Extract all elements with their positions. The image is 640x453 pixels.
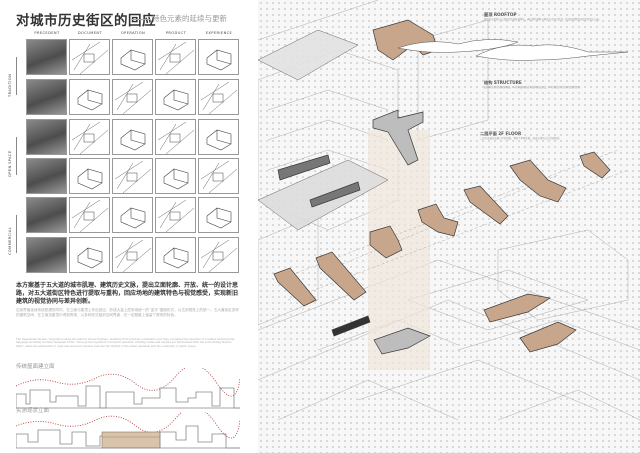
analysis-sketch: [69, 237, 110, 273]
precedent-photo: [26, 79, 67, 115]
row-bracket: [16, 137, 24, 175]
row-group-label: COMMERCIAL: [8, 226, 12, 255]
analysis-sketch: [69, 197, 110, 233]
row-group-label: OPEN SPACE: [8, 150, 12, 178]
note-heading: 二层平面 2F FLOOR: [480, 131, 522, 136]
precedent-photo: [26, 197, 67, 233]
column-header: OPERATION: [120, 31, 146, 35]
column-header: EXPERIENCE: [205, 31, 233, 35]
elevation-label-traditional: 传统屋面建立面: [16, 364, 55, 370]
elevation-traditional: [16, 368, 240, 409]
note-body: 屋顶形式延续五大道街区的坡屋顶特征，通过现代材料与构造方式进行转译，形成连续而富…: [484, 18, 602, 21]
analysis-sketch: [112, 158, 153, 194]
note-2f-floor: 二层平面 2F FLOOR 二层平面通过连廊与平台组织，将各个单体串联，形成立体…: [480, 131, 600, 140]
intro-paragraph: 本方案基于五大道的城市肌理、建筑历史文脉，提出立面轮廓、开放、统一的设计思路，对…: [16, 282, 239, 306]
row-bracket: [16, 57, 24, 95]
precedent-photo: [26, 158, 67, 194]
note-body: 二层平面通过连廊与平台组织，将各个单体串联，形成立体的公共活动路径。: [480, 137, 562, 140]
english-body-text: The fragmented facade composition along …: [16, 338, 235, 348]
analysis-sketch: [198, 79, 239, 115]
analysis-sketch: [155, 79, 196, 115]
axonometric-panel: 屋顶 ROOFTOP 屋顶形式延续五大道街区的坡屋顶特征，通过现代材料与构造方式…: [258, 0, 640, 453]
exploded-axonometric-drawing: [258, 0, 640, 421]
analysis-sketch: [69, 158, 110, 194]
analysis-sketch: [69, 39, 110, 75]
analysis-sketch: [198, 39, 239, 75]
row-bracket: [16, 215, 24, 253]
cloud-sketches: [397, 39, 629, 61]
elevation-label-current: 实测现状立面: [16, 408, 50, 414]
analysis-sketch: [198, 158, 239, 194]
row-group-label: TRADITION: [8, 73, 12, 97]
analysis-sketch: [112, 119, 153, 155]
analysis-sketch: [155, 119, 196, 155]
analysis-sketch: [155, 237, 196, 273]
analysis-sketch: [69, 79, 110, 115]
precedent-photo: [26, 119, 67, 155]
page-title: 对城市历史街区的回应: [16, 13, 156, 29]
precedent-photo: [26, 237, 67, 273]
precedent-photo: [26, 39, 67, 75]
note-structure: 结构 STRUCTURE 结构体系采用轻质钢框架，与原有建筑的砖木结构形成对比，…: [484, 80, 604, 89]
analysis-sketch: [155, 39, 196, 75]
analysis-sketch: [198, 237, 239, 273]
analysis-sketch: [112, 39, 153, 75]
analysis-sketch: [112, 237, 153, 273]
analysis-sketch: [112, 79, 153, 115]
analysis-sketch: [112, 197, 153, 233]
analysis-sketch: [155, 197, 196, 233]
column-header: PRECEDENT: [34, 31, 60, 35]
column-header: PRODUCT: [165, 31, 187, 35]
note-heading: 结构 STRUCTURE: [484, 80, 522, 85]
column-header: DOCUMENT: [77, 31, 103, 35]
chinese-body-text: 沿街界面延续传统肌理的同时，在立面与屋顶上作出回应，形成大量上层采用统一的“金字…: [16, 308, 239, 318]
note-body: 结构体系采用轻质钢框架，与原有建筑的砖木结构形成对比，同时满足开放空间的使用需求…: [484, 86, 583, 89]
note-rooftop: 屋顶 ROOFTOP 屋顶形式延续五大道街区的坡屋顶特征，通过现代材料与构造方式…: [484, 12, 604, 21]
analysis-sketch: [69, 119, 110, 155]
floor-slabs: [273, 19, 611, 355]
page-subtitle: 特色元素的延续与更新: [132, 13, 227, 24]
note-heading: 屋顶 ROOFTOP: [484, 12, 517, 17]
analysis-sketch: [198, 119, 239, 155]
analysis-sketch: [198, 197, 239, 233]
analysis-sketch: [155, 158, 196, 194]
elevation-current: [16, 412, 240, 449]
left-panel: 对城市历史街区的回应 特色元素的延续与更新 PRECEDENT DOCUMENT O…: [0, 0, 252, 453]
